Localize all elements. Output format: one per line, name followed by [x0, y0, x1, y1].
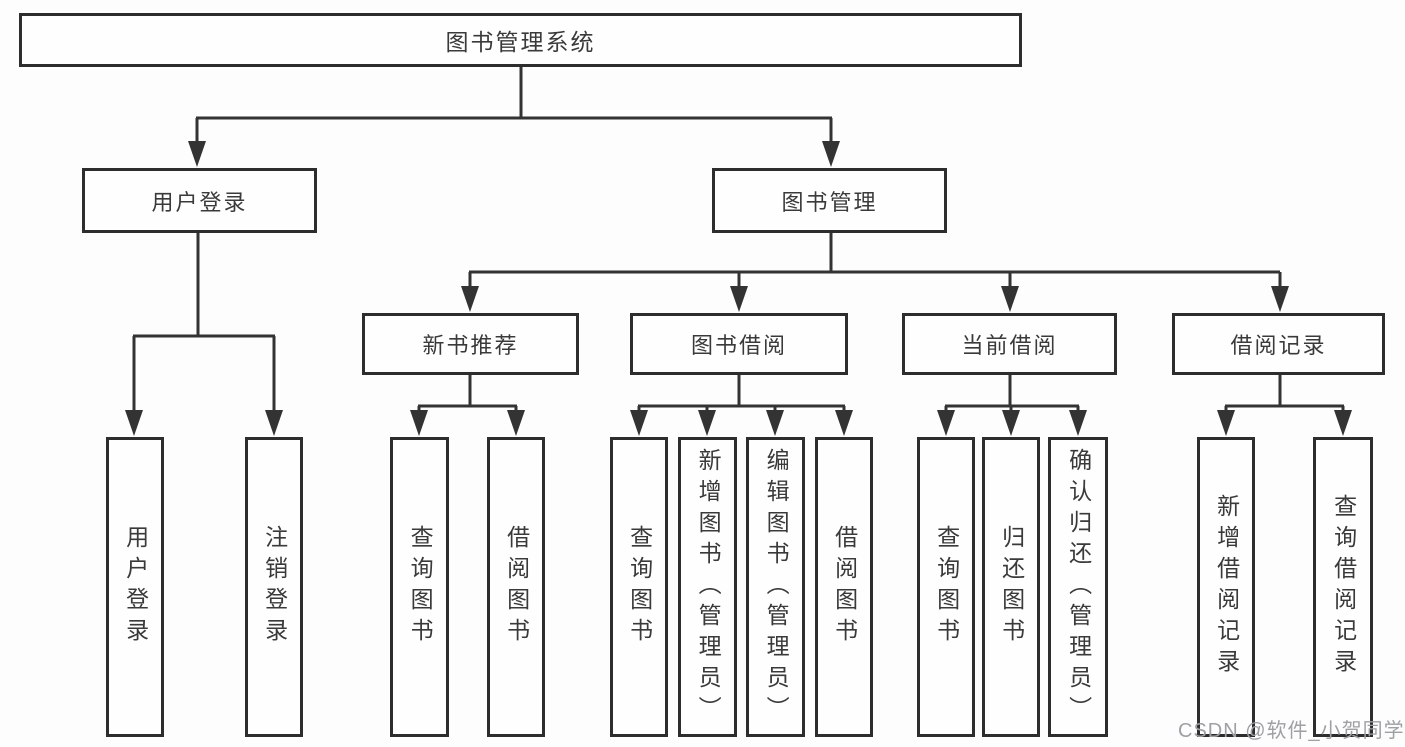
leaf-logout: 注销登录: [245, 437, 303, 737]
node-root: 图书管理系统: [19, 13, 1022, 67]
node-user-login: 用户登录: [82, 168, 317, 233]
leaf-borrow-books: 借阅图书: [815, 437, 873, 737]
node-borrow-record-label: 借阅记录: [1230, 333, 1327, 358]
leaf-edit-books-admin-label: 编辑图书（管理员）: [763, 447, 790, 727]
leaf-recommend-query-books-label: 查询图书: [407, 525, 434, 649]
node-current-borrow: 当前借阅: [902, 313, 1117, 375]
leaf-query-borrow-record-label: 查询借阅记录: [1330, 494, 1357, 680]
leaf-confirm-return-admin: 确认归还（管理员）: [1048, 437, 1108, 737]
leaf-logout-label: 注销登录: [261, 525, 288, 649]
leaf-recommend-borrow-books-label: 借阅图书: [503, 525, 530, 649]
leaf-add-books-admin-label: 新增图书（管理员）: [695, 447, 722, 727]
leaf-confirm-return-admin-label: 确认归还（管理员）: [1065, 447, 1092, 727]
leaf-borrow-query-books-label: 查询图书: [626, 525, 653, 649]
node-borrow-record: 借阅记录: [1172, 313, 1385, 375]
leaf-recommend-query-books: 查询图书: [390, 437, 449, 737]
leaf-query-borrow-record: 查询借阅记录: [1313, 437, 1373, 737]
leaf-user-login: 用户登录: [106, 437, 164, 737]
watermark: CSDN @软件_小贺同学: [1178, 720, 1405, 742]
node-book-management: 图书管理: [712, 168, 947, 233]
node-book-management-label: 图书管理: [781, 189, 878, 215]
leaf-add-books-admin: 新增图书（管理员）: [678, 437, 737, 737]
node-user-login-label: 用户登录: [151, 189, 248, 215]
node-current-borrow-label: 当前借阅: [961, 333, 1058, 358]
leaf-return-books: 归还图书: [982, 437, 1040, 737]
leaf-add-borrow-record-label: 新增借阅记录: [1213, 494, 1240, 680]
leaf-return-books-label: 归还图书: [998, 525, 1025, 649]
node-root-label: 图书管理系统: [445, 29, 596, 55]
leaf-borrow-books-label: 借阅图书: [831, 525, 858, 649]
node-new-book-recommend-label: 新书推荐: [422, 333, 519, 358]
node-new-book-recommend: 新书推荐: [362, 313, 579, 375]
leaf-edit-books-admin: 编辑图书（管理员）: [746, 437, 805, 737]
leaf-recommend-borrow-books: 借阅图书: [487, 437, 545, 737]
node-book-borrow: 图书借阅: [630, 313, 848, 375]
node-book-borrow-label: 图书借阅: [690, 333, 787, 358]
leaf-current-query-books-label: 查询图书: [933, 525, 960, 649]
leaf-current-query-books: 查询图书: [917, 437, 975, 737]
leaf-user-login-label: 用户登录: [122, 525, 149, 649]
leaf-add-borrow-record: 新增借阅记录: [1197, 437, 1255, 737]
leaf-borrow-query-books: 查询图书: [610, 437, 668, 737]
